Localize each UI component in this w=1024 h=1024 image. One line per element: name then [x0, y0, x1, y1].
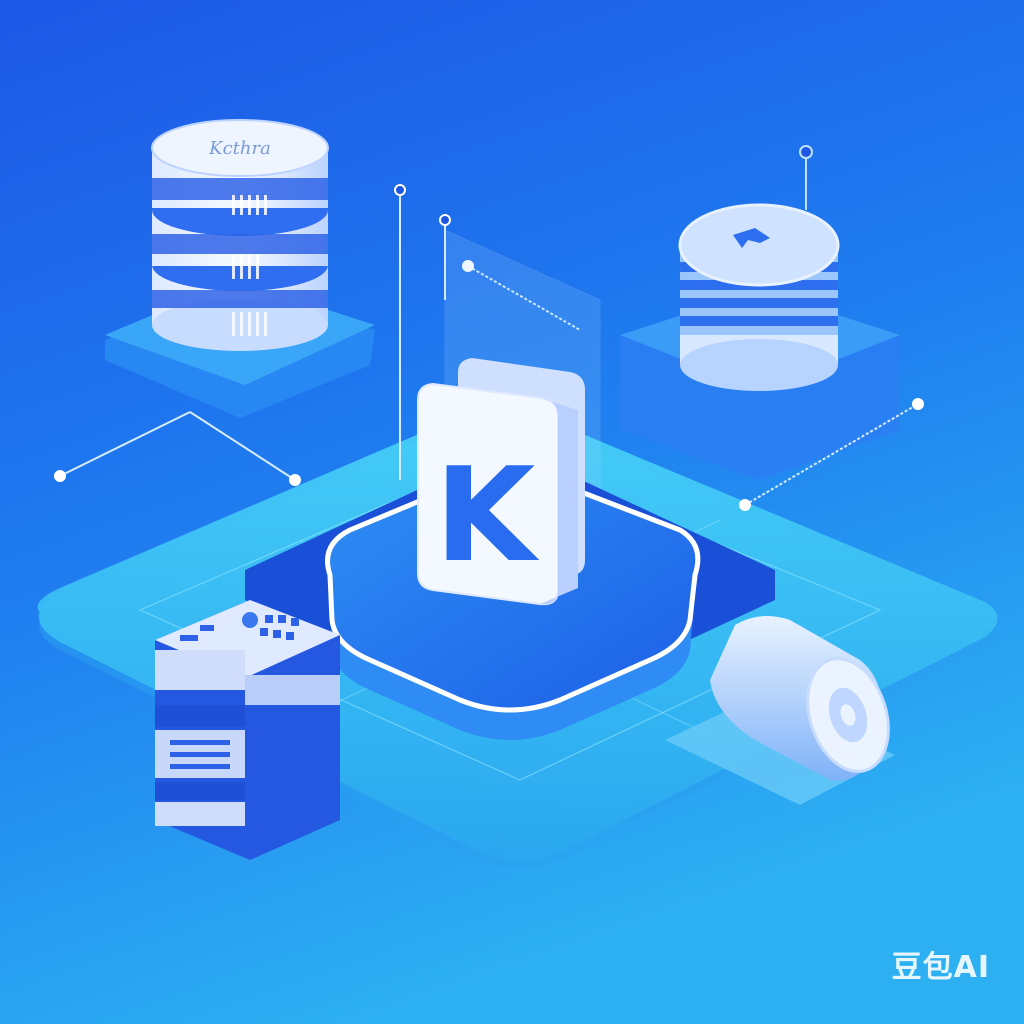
k-logo-tile: K — [417, 358, 585, 606]
connector-nodes — [54, 184, 924, 511]
server-rack-icon — [155, 600, 340, 860]
cylinder-drum-icon — [665, 616, 895, 805]
storage-disk-icon — [678, 145, 840, 391]
database-label: Kcthra — [208, 138, 271, 159]
database-stack-icon: Kcthra — [151, 119, 329, 351]
watermark: 豆包AI — [891, 950, 990, 985]
k-letter: K — [435, 439, 540, 591]
